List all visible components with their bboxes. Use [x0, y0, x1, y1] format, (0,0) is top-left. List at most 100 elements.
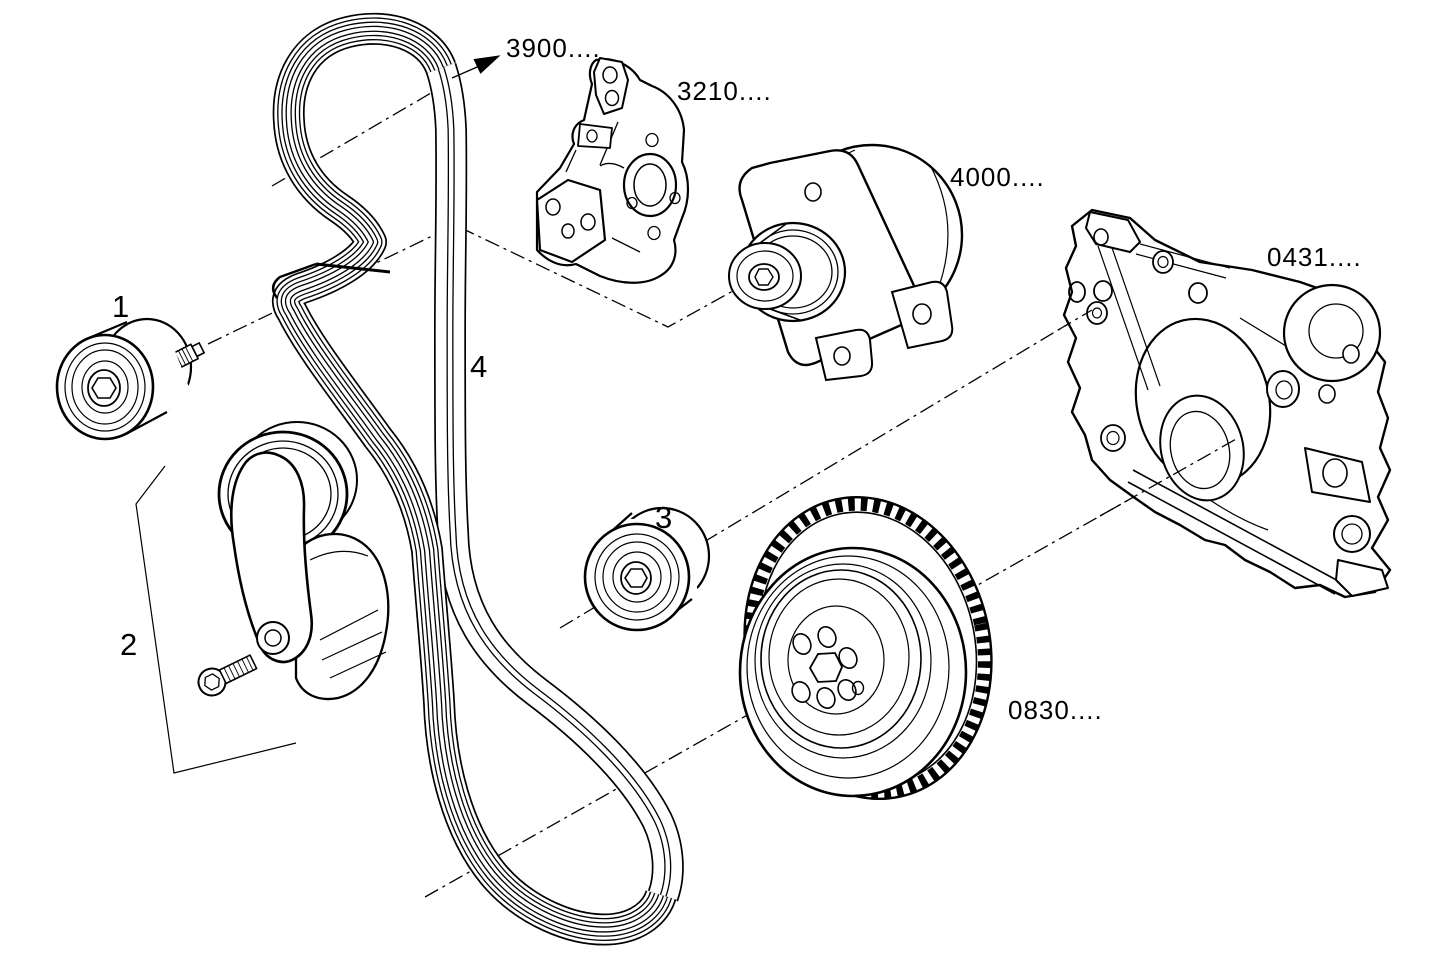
alternator-bottom-lug-hole [833, 346, 851, 366]
idler3-hex [624, 568, 648, 588]
cover-boss-hole [1091, 307, 1103, 319]
bracket-line [611, 237, 641, 253]
centerline-crank-over-cover [1099, 437, 1239, 517]
direction-arrow-3900 [451, 55, 501, 79]
bracket-lug-hole [604, 89, 620, 107]
pulley-disc-ring [768, 578, 910, 736]
idler3-ring [594, 533, 680, 621]
idler-pulley-3 [583, 506, 711, 632]
water-pump-flange-inner [1308, 303, 1364, 359]
bolt-thread [223, 667, 231, 682]
cover-top-lug [1085, 211, 1141, 253]
bolt-thread [241, 658, 249, 673]
cover-boss-hole [1157, 255, 1169, 269]
bolt-head-socket [204, 673, 220, 691]
part-number-0830-label: 0830.... [1008, 695, 1103, 725]
centerline-idler3-over-cover [1057, 309, 1093, 331]
bracket-plate-hole [561, 223, 575, 239]
cover-left-lug-hole [1068, 281, 1086, 303]
pulley-hub-face [787, 605, 885, 715]
cover-lower-left-boss [1100, 424, 1126, 452]
bracket-plate-hole [580, 213, 596, 231]
bolt-thread [232, 663, 240, 678]
stud-thread [178, 350, 187, 366]
arrowhead-icon [473, 55, 501, 74]
cover-right-block [1304, 447, 1371, 503]
pulley-tangent [769, 308, 801, 321]
cover-boss [1188, 282, 1208, 304]
pulley-nut [754, 268, 774, 286]
tensioner-arm [230, 451, 314, 664]
bracket-mid-boss-hole [586, 129, 598, 143]
bracket-ring-bore [633, 163, 667, 207]
idler1-ring [71, 349, 139, 425]
bracket-line [565, 149, 577, 173]
part-number-3900-label: 3900.... [506, 33, 601, 63]
front-cover [1062, 208, 1392, 599]
part-number-3210-label: 3210.... [677, 76, 772, 106]
stud-thread [185, 346, 194, 362]
pulley-disc-ring [746, 555, 950, 779]
part-number-0431-label: 0431.... [1267, 242, 1362, 272]
bracket-lug-hole [602, 66, 618, 84]
centerline-idler3-cover [559, 307, 1096, 629]
labels: 1 2 3 4 3900.... 3210.... 4000.... 0431.… [112, 33, 1362, 725]
pulley-small-hole [851, 680, 865, 696]
pulley-disc-ring [754, 563, 932, 759]
cover-rib-line [1109, 241, 1161, 387]
bracket-ring-hole [626, 196, 638, 210]
water-pump-snout-hub [1275, 380, 1293, 400]
trigger-ring-teeth [745, 497, 991, 799]
alternator-rear-edge [929, 164, 949, 293]
tensioner-bolt [197, 654, 258, 697]
cover-right-block-hole [1322, 458, 1348, 488]
belt-tensioner [197, 421, 390, 701]
tensioner-drum-rib [321, 631, 383, 661]
cover-bottom-bar [1132, 469, 1343, 584]
alternator-right-lug [890, 280, 954, 350]
idler3-ring [612, 551, 662, 603]
pulley-hole [792, 633, 812, 655]
pulley-hole [816, 687, 836, 709]
belt-fold-bend [271, 262, 317, 299]
pulley-disc-ring [760, 569, 922, 749]
water-pump-snout [1266, 370, 1300, 408]
idler3-ring [602, 541, 672, 613]
cover-bottom-right-boss-hole [1341, 523, 1363, 545]
stud-thread [181, 348, 190, 364]
idler1-ring [64, 342, 146, 432]
callout-2-bracket-line [135, 465, 297, 774]
tensioner-drum [294, 532, 390, 701]
bracket-plate-hole [545, 198, 561, 216]
callout-3-label: 3 [655, 500, 672, 535]
bracket-top-lug [593, 57, 629, 115]
tensioner-pivot-bore [264, 629, 282, 647]
alternator-pulley [728, 221, 847, 323]
tensioner-drum-rib [329, 651, 387, 679]
cover-boss [1086, 301, 1108, 325]
pulley-tangent [759, 223, 787, 244]
bracket-line [599, 162, 625, 169]
cover-boss [1342, 344, 1360, 364]
bolt-thread [237, 661, 245, 675]
idler1-ring [81, 360, 129, 414]
tensioner-drum-rib [319, 609, 379, 641]
cover-boss [1093, 280, 1113, 302]
cover-bar-line [1139, 243, 1231, 269]
cover-crank-bore [1159, 394, 1245, 502]
cover-lower-left-boss-hole [1106, 430, 1120, 446]
centerlines [207, 75, 1241, 898]
callout-1-label: 1 [112, 289, 129, 324]
mounting-bracket [535, 57, 690, 284]
centerline-idler1-bracket-alternator [207, 224, 759, 345]
crankshaft-pulley [738, 495, 993, 801]
bracket-plate [535, 178, 607, 264]
cover-boss [1152, 250, 1174, 274]
callout-4-label: 4 [470, 349, 487, 384]
alternator [728, 143, 964, 382]
cover-bottom-right-boss [1333, 515, 1371, 553]
tensioner-pivot [256, 621, 290, 655]
cover-bottom-bar [1127, 481, 1336, 595]
cover-boss [1318, 384, 1336, 404]
